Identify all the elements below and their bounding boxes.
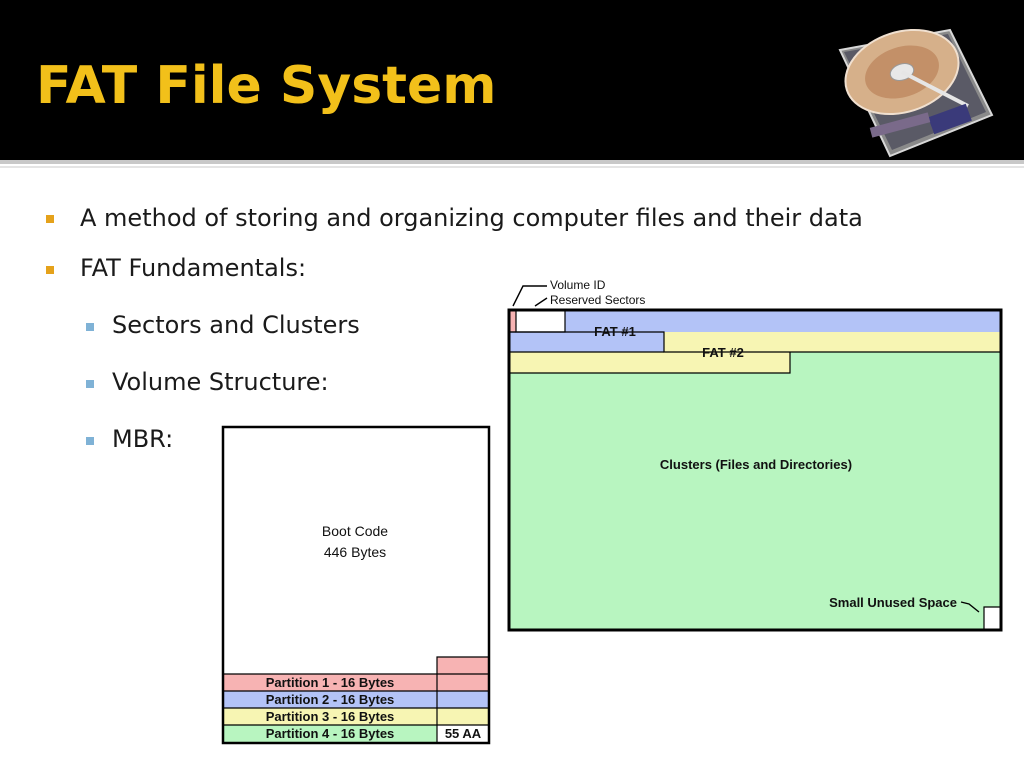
volume-id-leader [512,285,547,307]
reserved-sectors-label: Reserved Sectors [550,293,645,307]
title-bar: FAT File System [0,0,1024,160]
reserved-sectors-leader [534,297,548,307]
unused-space-label: Small Unused Space [829,595,957,610]
slide-title: FAT File System [36,56,497,116]
bullet-marker [46,266,54,274]
partition-3-label: Partition 3 - 16 Bytes [266,709,395,724]
bullet-marker [46,215,54,223]
partition-2-region [223,691,489,708]
partition-2-label: Partition 2 - 16 Bytes [266,692,395,707]
unused-space-leader [960,601,980,613]
partition-1-region [223,674,489,691]
fat1-label: FAT #1 [594,324,636,339]
fat1-region [509,310,1001,352]
volume-id-label: Volume ID [550,278,606,292]
signature-label: 55 AA [445,726,482,741]
partition-4-label: Partition 4 - 16 Bytes [266,726,395,741]
partition-3-region [223,708,489,725]
boot-code-label: Boot Code [322,523,388,539]
partition-1-label: Partition 1 - 16 Bytes [266,675,395,690]
sub-bullet-text: Sectors and Clusters [112,311,360,339]
header-divider [0,160,1024,164]
clusters-label: Clusters (Files and Directories) [660,457,852,472]
bullet-text: FAT Fundamentals: [80,254,307,282]
unused-space-region [984,607,1001,630]
reserved-sectors-region [516,310,565,332]
sub-bullet-marker [86,437,94,445]
sub-bullet-text: Volume Structure: [112,368,329,396]
mbr-pad-1 [437,657,489,674]
partition-4-region [223,725,437,743]
volume-structure-diagram: Volume ID Reserved Sectors FAT #1 FAT #2… [507,278,1003,632]
fat2-label: FAT #2 [702,345,744,360]
sub-bullet-marker [86,323,94,331]
sub-bullet-text: MBR: [112,425,174,453]
boot-code-size-label: 446 Bytes [324,544,386,560]
header-divider-light [0,166,1024,168]
signature-region [437,725,489,743]
hard-disk-drive-photo [838,28,994,158]
sub-bullet-marker [86,380,94,388]
mbr-diagram: Boot Code 446 Bytes Partition 1 - 16 Byt… [221,425,491,745]
volume-id-region [509,310,516,332]
bullet-text: A method of storing and organizing compu… [80,204,863,232]
